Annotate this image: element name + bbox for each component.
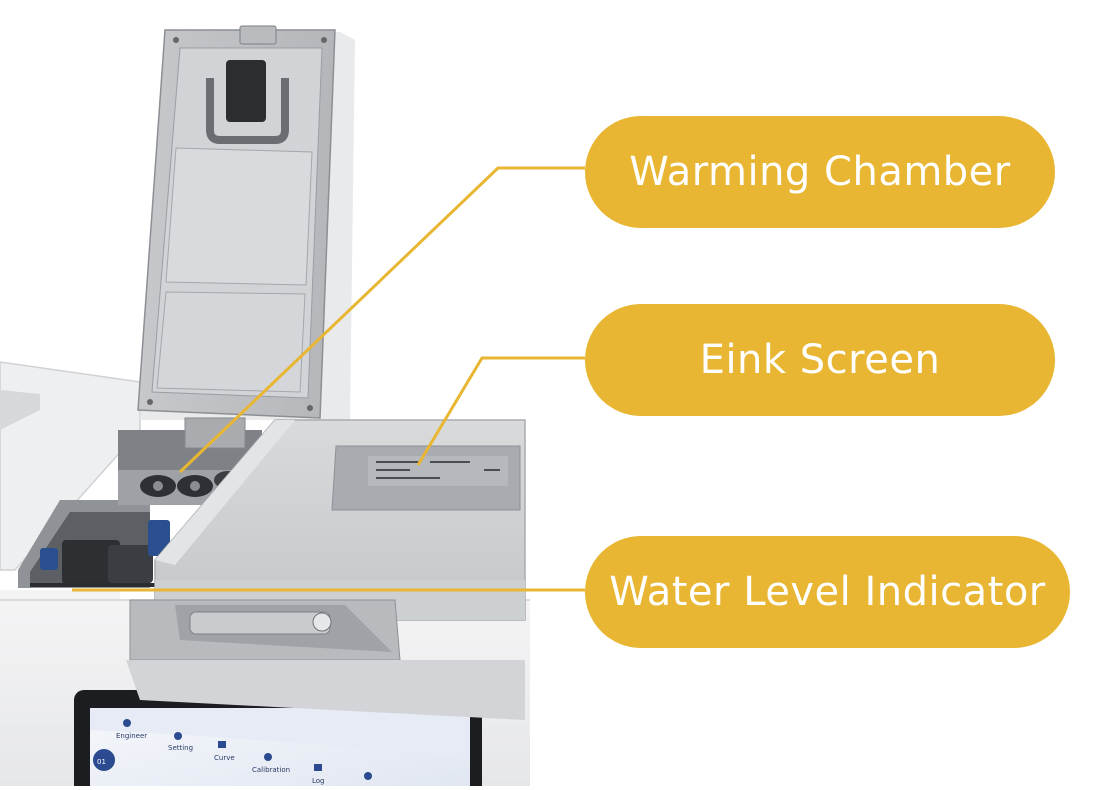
touch-display: 01 Engineer Setting Curve Calibration Lo… (74, 690, 482, 790)
callout-eink-screen-label: Eink Screen (699, 337, 941, 383)
water-level-window (126, 599, 525, 720)
callout-eink-screen: Eink Screen (585, 304, 1055, 416)
callout-warming-chamber: Warming Chamber (585, 116, 1055, 228)
callout-warming-chamber-label: Warming Chamber (629, 149, 1011, 195)
leader-line-eink-screen (416, 356, 585, 466)
screen-tab-log: Log (312, 777, 325, 785)
leader-line-warming-chamber (178, 166, 585, 474)
callout-water-level-indicator-label: Water Level Indicator (609, 569, 1046, 615)
eink-screen-panel (331, 445, 521, 511)
screen-tab-curve: Curve (214, 754, 235, 762)
screen-tab-calibration: Calibration (252, 766, 290, 774)
callout-water-level-indicator: Water Level Indicator (585, 536, 1070, 648)
leader-lines (72, 166, 585, 592)
open-lid (137, 25, 355, 449)
screen-tab-setting: Setting (168, 744, 193, 752)
screen-tab-engineer: Engineer (116, 732, 147, 740)
tray-basin (18, 500, 170, 588)
screen-badge: 01 (97, 758, 106, 766)
